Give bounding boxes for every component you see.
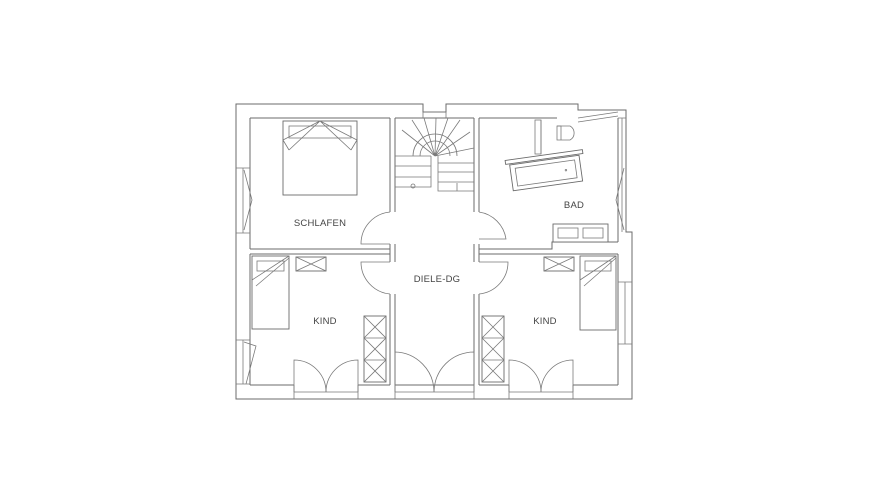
single-bed-left [251, 255, 290, 330]
single-bed-right [579, 255, 617, 331]
wardrobe-left [363, 315, 387, 383]
room-label-diele: DIELE-DG [414, 274, 460, 285]
bathroom-fixtures [504, 119, 609, 243]
staircase [395, 111, 475, 192]
room-label-schlafen: SCHLAFEN [294, 218, 346, 229]
windows [236, 111, 632, 385]
room-label-bad: BAD [564, 200, 584, 211]
double-bed [282, 120, 358, 196]
room-label-kind-left: KIND [313, 316, 337, 327]
room-label-kind-right: KIND [533, 316, 557, 327]
dresser-right [543, 256, 575, 272]
wardrobe-right [481, 315, 505, 383]
dresser-left [295, 256, 327, 272]
door-swings [293, 211, 574, 393]
